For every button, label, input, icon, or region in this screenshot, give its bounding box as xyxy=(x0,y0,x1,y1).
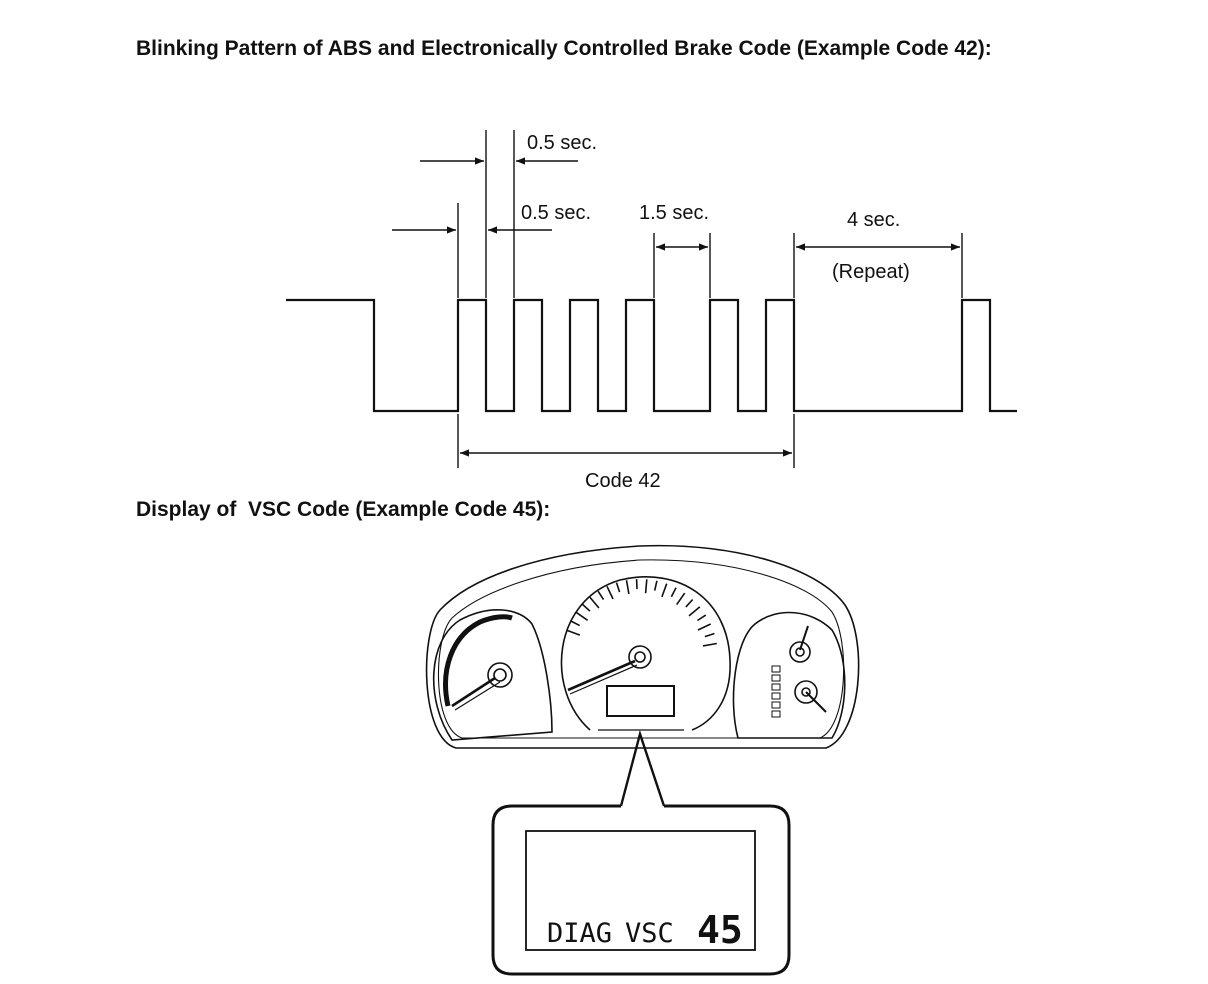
speedometer-tick xyxy=(702,642,717,647)
speedometer-ticks xyxy=(566,579,717,647)
speedometer-needle xyxy=(567,659,636,692)
temp-gauge-needle xyxy=(805,691,827,713)
vsc-display-heading: Display of VSC Code (Example Code 45): xyxy=(136,498,551,521)
center-speedometer xyxy=(560,576,731,731)
blink-waveform xyxy=(286,298,1017,413)
instrument-cluster xyxy=(425,544,860,749)
left-gauge xyxy=(432,609,553,741)
speedometer-tick xyxy=(575,611,589,621)
left-gauge-scale xyxy=(443,614,513,707)
lcd-mode-text: DIAG xyxy=(547,918,612,949)
speedometer-tick xyxy=(597,590,605,601)
temp-gauge-dial xyxy=(794,680,818,704)
right-gauge xyxy=(732,611,846,739)
speedometer-tick xyxy=(644,579,648,594)
left-gauge-hub xyxy=(487,662,513,688)
speedometer-tick xyxy=(581,603,591,612)
speedometer-tick xyxy=(670,587,677,598)
odometer-segment-bar xyxy=(771,665,781,718)
fuel-gauge-dial xyxy=(789,641,811,663)
speedometer-tick xyxy=(704,632,715,638)
speedometer-bezel xyxy=(560,576,731,731)
speedometer-tick xyxy=(606,585,614,600)
left-gauge-needle xyxy=(451,676,496,708)
callout-bubble xyxy=(491,804,791,976)
speedometer-tick xyxy=(625,580,630,595)
speedometer-tick xyxy=(566,629,581,636)
pulse-width-label: 0.5 sec. xyxy=(527,132,597,154)
callout-pointer xyxy=(619,729,666,807)
speedometer-tick xyxy=(570,620,581,627)
speedometer-tick xyxy=(688,606,701,617)
speedometer-tick xyxy=(653,580,658,591)
right-gauge-bezel xyxy=(732,611,846,739)
blink-pattern-heading: Blinking Pattern of ABS and Electronical… xyxy=(136,37,992,60)
lcd-callout xyxy=(491,729,791,976)
speedometer-hub xyxy=(628,645,652,669)
timing-diagram xyxy=(286,298,1017,413)
lcd-system-text: VSC xyxy=(625,918,674,949)
speedometer-tick xyxy=(661,583,668,598)
cluster-inner-rim xyxy=(437,559,845,739)
cluster-lcd-window xyxy=(606,685,675,717)
repeat-gap-label: 4 sec. xyxy=(847,209,900,231)
speedometer-tick xyxy=(696,614,707,622)
speedometer-tick xyxy=(615,582,621,593)
repeat-note-label: (Repeat) xyxy=(832,261,910,283)
pulse-gap-label: 0.5 sec. xyxy=(521,202,591,224)
code-span-label: Code 42 xyxy=(585,470,661,492)
enlarged-lcd-screen xyxy=(525,830,756,951)
digit-gap-label: 1.5 sec. xyxy=(639,202,709,224)
speedometer-tick xyxy=(685,598,694,608)
dimension-lines xyxy=(392,130,963,468)
speedometer-tick xyxy=(676,592,686,606)
cluster-housing xyxy=(425,544,860,749)
fuel-gauge-needle xyxy=(799,625,809,651)
left-gauge-bezel xyxy=(432,609,553,741)
speedometer-tick xyxy=(697,623,712,631)
lcd-code-text: 45 xyxy=(697,908,743,952)
speedometer-tick xyxy=(589,596,600,609)
